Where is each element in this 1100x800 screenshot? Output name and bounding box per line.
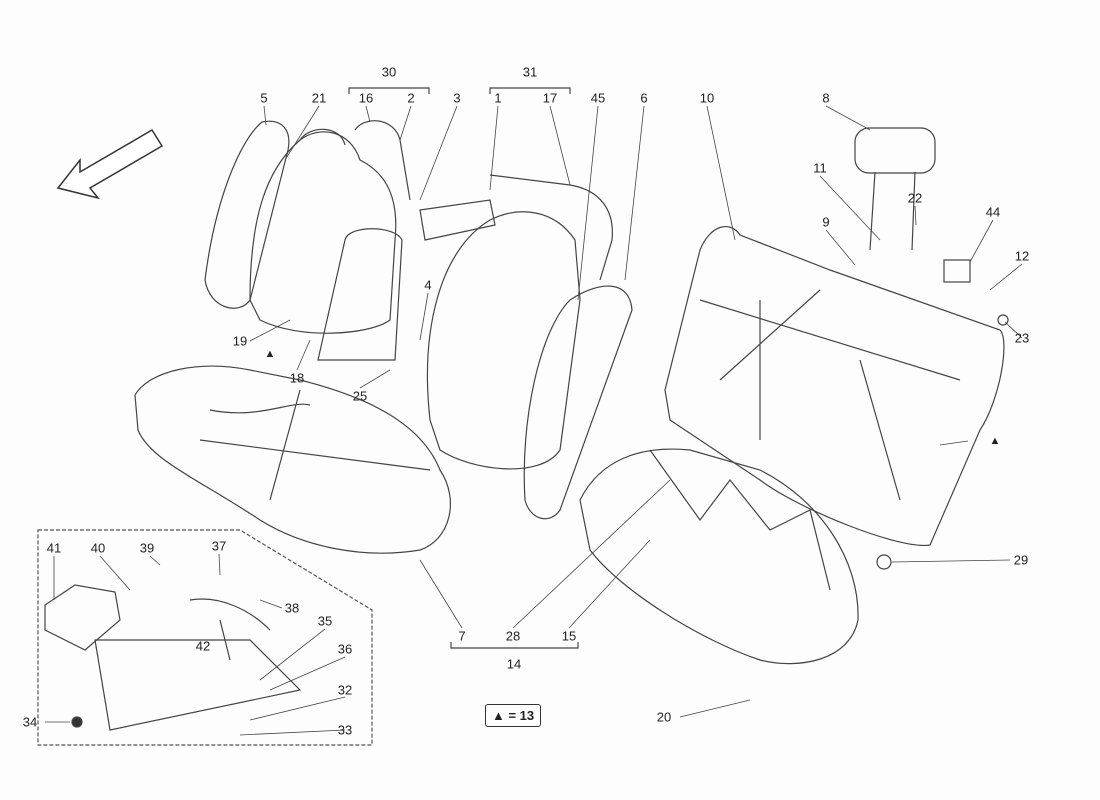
callout-25: 25: [352, 388, 368, 404]
callout-37: 37: [211, 538, 227, 554]
callout-11: 11: [813, 160, 827, 176]
callout-5: 5: [260, 90, 268, 106]
callout-8: 8: [822, 90, 830, 106]
direction-arrow-icon: [56, 128, 164, 200]
callout-22: 22: [907, 190, 923, 206]
callout-45: 45: [590, 90, 606, 106]
seat-cushion: [134, 365, 451, 554]
side-bolster-right: [523, 285, 633, 520]
callout-3: 3: [453, 90, 461, 106]
callout-35: 35: [317, 613, 333, 629]
callout-7: 7: [458, 628, 466, 644]
callout-31: 31: [522, 64, 538, 80]
callout-39: 39: [139, 540, 155, 556]
callout-41: 41: [46, 540, 62, 556]
callout-42: 42: [195, 638, 211, 654]
callout-18: 18: [289, 370, 305, 386]
marker-triangle-icon: ▲: [264, 348, 276, 360]
callout-4: 4: [424, 277, 432, 293]
callout-14: 14: [506, 656, 522, 672]
callout-2: 2: [407, 90, 415, 106]
callout-21: 21: [311, 90, 327, 106]
part-44: [943, 259, 971, 283]
callout-23: 23: [1014, 330, 1030, 346]
right-backrest: [426, 211, 581, 470]
headrest: [854, 127, 936, 174]
marker-triangle-icon: ▲: [989, 435, 1001, 447]
callout-15: 15: [561, 628, 577, 644]
left-backrest: [249, 131, 397, 334]
callout-44: 44: [985, 204, 1001, 220]
callout-33: 33: [337, 722, 353, 738]
callout-20: 20: [656, 709, 672, 725]
inset-box: [37, 529, 373, 746]
callout-6: 6: [640, 90, 648, 106]
callout-40: 40: [90, 540, 106, 556]
seat-frame: [579, 448, 859, 665]
callout-9: 9: [822, 214, 830, 230]
callout-34: 34: [22, 714, 38, 730]
callout-12: 12: [1014, 248, 1030, 264]
callout-30: 30: [381, 64, 397, 80]
callout-32: 32: [337, 682, 353, 698]
callout-16: 16: [358, 90, 374, 106]
part-23: [997, 314, 1009, 326]
callout-1: 1: [494, 90, 502, 106]
armrest: [317, 228, 403, 361]
side-bolster-left: [204, 120, 290, 309]
armrest-cover: [44, 584, 121, 651]
center-backrest: [419, 199, 496, 241]
callout-19: 19: [232, 333, 248, 349]
callout-38: 38: [284, 600, 300, 616]
callout-29: 29: [1013, 552, 1029, 568]
backrest-frame: [664, 226, 1005, 547]
legend-box: ▲ = 13: [485, 704, 542, 727]
callout-10: 10: [699, 90, 715, 106]
callout-28: 28: [505, 628, 521, 644]
callout-36: 36: [337, 641, 353, 657]
callout-17: 17: [542, 90, 558, 106]
part-29: [876, 554, 892, 570]
